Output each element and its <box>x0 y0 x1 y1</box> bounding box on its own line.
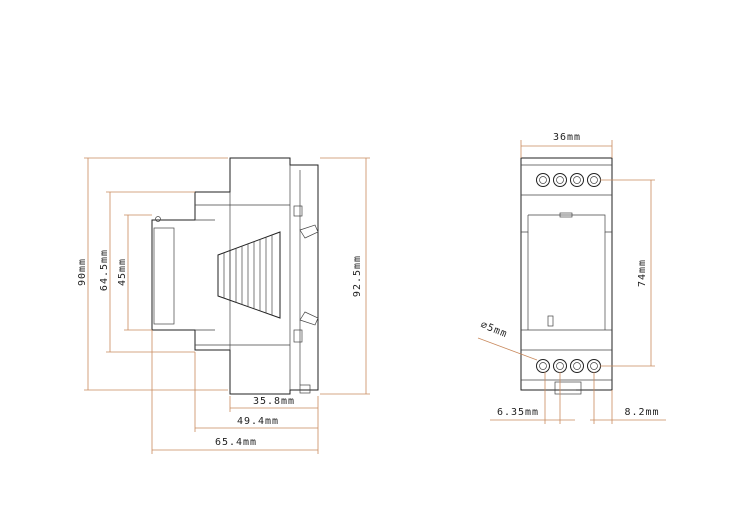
front-view-label-window <box>521 214 612 233</box>
side-view-rib-section <box>217 231 281 319</box>
side-view-ribs <box>223 235 273 315</box>
dim-45mm: 45mm <box>117 258 128 286</box>
side-view-dimensions: 90mm 64.5mm 45mm 92.5mm 35.8mm 49.4mm 65… <box>77 157 370 454</box>
side-view-bottom-step <box>195 329 290 346</box>
dim-36mm: 36mm <box>553 132 581 143</box>
dim-6-35mm: 6.35mm <box>497 407 539 418</box>
front-view-top-terminals <box>536 173 601 187</box>
side-view-foot <box>299 384 311 394</box>
dim-65-4mm: 65.4mm <box>215 437 257 448</box>
dim-49-4mm: 49.4mm <box>237 416 279 427</box>
dim-8-2mm: 8.2mm <box>624 407 659 418</box>
dim-74mm: 74mm <box>637 259 648 287</box>
side-view-terminal-screw <box>155 216 161 222</box>
front-view <box>520 157 613 395</box>
dim-92-5mm: 92.5mm <box>352 255 363 297</box>
side-view-terminal-block <box>153 227 175 325</box>
side-view <box>151 157 319 395</box>
dim-64-5mm: 64.5mm <box>99 249 110 291</box>
side-view-latch-bottom <box>293 329 303 343</box>
front-view-indicator <box>547 315 554 327</box>
dim-90mm: 90mm <box>77 258 88 286</box>
front-view-center-notch <box>559 212 573 218</box>
side-view-din-clip-top <box>299 224 319 239</box>
front-view-bottom-terminals <box>536 359 601 373</box>
dim-hole-5mm: ∅5mm <box>479 320 509 341</box>
side-view-latch-top <box>293 205 303 217</box>
side-view-body-outline <box>151 157 319 395</box>
front-view-din-foot <box>554 381 582 395</box>
side-view-top-step <box>195 204 290 221</box>
dim-35-8mm: 35.8mm <box>253 396 295 407</box>
side-view-din-clip-bottom <box>299 311 319 326</box>
front-view-body-outline <box>520 157 613 391</box>
